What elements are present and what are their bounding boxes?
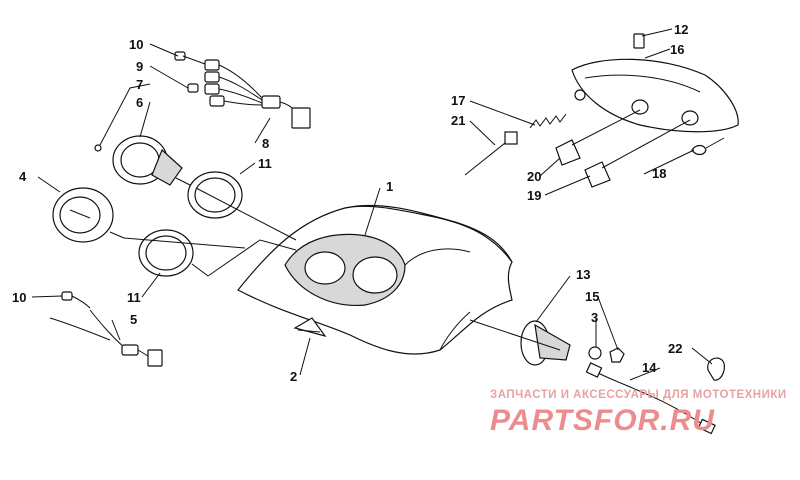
gauge-6 xyxy=(112,135,197,189)
callout-14: 14 xyxy=(642,360,657,375)
callout-17: 17 xyxy=(451,93,465,108)
callout-10-top: 10 xyxy=(129,37,143,52)
bracket-12 xyxy=(633,33,645,49)
watermark-caption: ЗАПЧАСТИ И АКСЕССУАРЫ ДЛЯ МОТОТЕХНИКИ xyxy=(490,389,787,401)
washer-3 xyxy=(588,346,602,360)
callout-9: 9 xyxy=(136,59,143,74)
bulb-18 xyxy=(691,137,725,156)
harness-5 xyxy=(49,291,163,367)
callout-4: 4 xyxy=(19,169,27,184)
cable-14 xyxy=(585,362,716,435)
callout-8: 8 xyxy=(262,136,269,151)
callout-1: 1 xyxy=(386,179,393,194)
ring-11-lower xyxy=(138,229,194,277)
callout-22: 22 xyxy=(668,341,682,356)
callout-2: 2 xyxy=(290,369,297,384)
bezel-13 xyxy=(469,319,571,366)
nut-15 xyxy=(609,347,625,363)
adjuster-21 xyxy=(464,131,518,176)
socket-20 xyxy=(555,109,641,166)
callout-21: 21 xyxy=(451,113,465,128)
callout-5: 5 xyxy=(130,312,137,327)
callout-11-lower: 11 xyxy=(127,290,141,305)
callout-7: 7 xyxy=(136,77,143,92)
watermark-brand: PARTSFOR.RU xyxy=(490,404,715,437)
callout-labels: 10 9 7 6 8 11 4 10 5 11 1 2 12 16 17 21 … xyxy=(12,22,688,384)
dash-panel xyxy=(237,204,513,355)
clip-22 xyxy=(707,357,726,381)
headlight-16 xyxy=(571,58,739,133)
callout-12: 12 xyxy=(674,22,688,37)
callout-13: 13 xyxy=(576,267,590,282)
watermark: ЗАПЧАСТИ И АКСЕССУАРЫ ДЛЯ МОТОТЕХНИКИ PA… xyxy=(490,389,787,437)
leader-lines xyxy=(31,28,713,381)
harness-9 xyxy=(174,51,311,129)
callout-11-upper: 11 xyxy=(258,156,272,171)
socket-19 xyxy=(584,119,691,188)
spring-17 xyxy=(529,113,567,129)
callout-10-bottom: 10 xyxy=(12,290,26,305)
callout-15: 15 xyxy=(585,289,599,304)
ring-11-upper xyxy=(187,171,243,219)
callout-16: 16 xyxy=(670,42,684,57)
callout-19: 19 xyxy=(527,188,541,203)
bulb-7 xyxy=(94,144,102,152)
callout-18: 18 xyxy=(652,166,666,181)
callout-6: 6 xyxy=(136,95,143,110)
callout-20: 20 xyxy=(527,169,541,184)
callout-3: 3 xyxy=(591,310,598,325)
gauge-4 xyxy=(52,187,125,243)
